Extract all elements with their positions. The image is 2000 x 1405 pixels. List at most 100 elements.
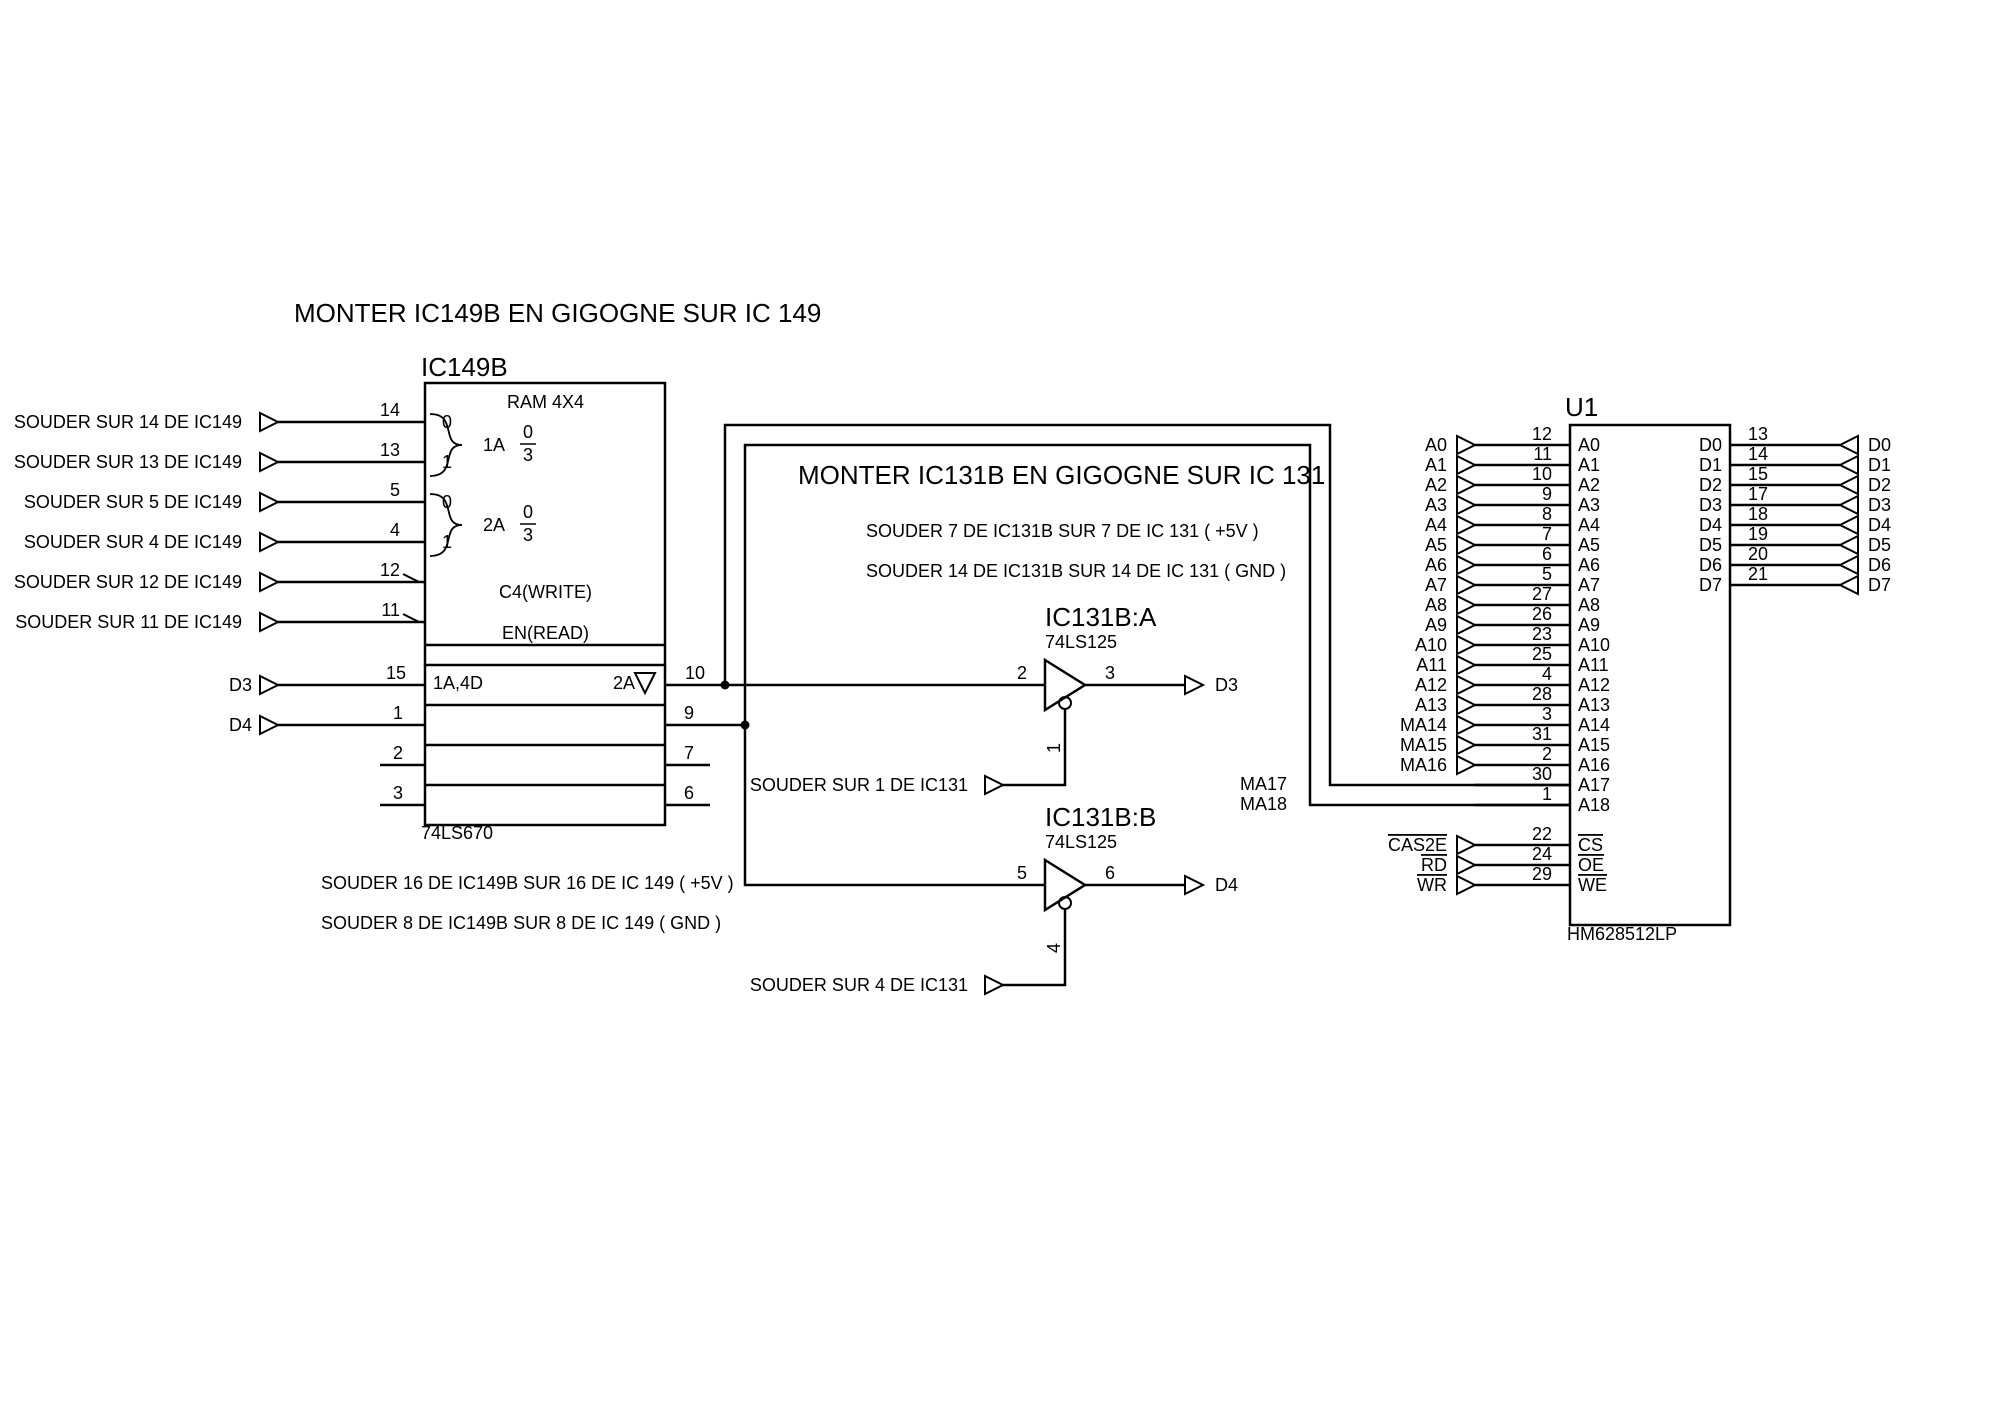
label-u1-ctrl: WR — [1417, 875, 1447, 895]
terminal-gate-a-out — [1184, 674, 1206, 696]
pin-ic149b-in: 12 — [380, 560, 400, 580]
pin-u1: 24 — [1532, 844, 1552, 864]
ic149b-row1-right: 2A — [613, 673, 635, 693]
u1-pin-name: A16 — [1578, 755, 1610, 775]
label-u1-addr: A8 — [1425, 595, 1447, 615]
terminal-u1-data — [1837, 434, 1859, 456]
pin-u1: 27 — [1532, 584, 1552, 604]
pin-u1: 25 — [1532, 644, 1552, 664]
junction-dot-9 — [740, 720, 750, 730]
wire-gate-a-enable — [1003, 709, 1067, 787]
pin-ic149b-in: 13 — [380, 440, 400, 460]
ic149b-frac1-den: 3 — [523, 445, 533, 465]
label-u1-addr: MA16 — [1400, 755, 1447, 775]
terminal-u1-addr — [1456, 494, 1478, 516]
pin-u1: 30 — [1532, 764, 1552, 784]
u1-pin-name: A17 — [1578, 775, 1610, 795]
pin-u1: 26 — [1532, 604, 1552, 624]
label-gate-a-out: D3 — [1215, 675, 1238, 695]
pin-ic149b-3: 3 — [393, 783, 403, 803]
terminal-u1-addr — [1456, 574, 1478, 596]
u1-pin-name: A4 — [1578, 515, 1600, 535]
label-u1-data: D5 — [1868, 535, 1891, 555]
terminal-gate-a-enable — [984, 774, 1006, 796]
label-u1-data: D4 — [1868, 515, 1891, 535]
label-u1-addr: A9 — [1425, 615, 1447, 635]
pin-u1-data: 20 — [1748, 544, 1768, 564]
label-d4-in: D4 — [229, 715, 252, 735]
terminal-u1-ctrl — [1456, 874, 1478, 896]
u1-body — [1568, 423, 1732, 927]
gate-b-ref: IC131B:B — [1045, 802, 1156, 832]
pin-u1: 2 — [1542, 744, 1552, 764]
label-ic149b-in: SOUDER SUR 13 DE IC149 — [14, 452, 242, 472]
wire-gate-b-enable — [1003, 909, 1067, 987]
label-u1-addr: A4 — [1425, 515, 1447, 535]
pin-u1: 28 — [1532, 684, 1552, 704]
ic149b-control-block — [423, 381, 667, 645]
wire-net-ma18 — [743, 443, 1570, 807]
u1-pin-name: D2 — [1699, 475, 1722, 495]
ic149b-part: 74LS670 — [421, 823, 493, 843]
terminal-d4-in — [259, 714, 281, 736]
label-u1-addr: A12 — [1415, 675, 1447, 695]
terminal-u1-addr — [1456, 734, 1478, 756]
pin-u1: 8 — [1542, 504, 1552, 524]
gate-b-part: 74LS125 — [1045, 832, 1117, 852]
ic149b-function: RAM 4X4 — [507, 392, 584, 412]
u1-pin-name: D4 — [1699, 515, 1722, 535]
u1-pin-name: A11 — [1578, 655, 1609, 675]
u1-pin-name: A14 — [1578, 715, 1610, 735]
label-u1-addr: A1 — [1425, 455, 1447, 475]
terminal-u1-data — [1837, 574, 1859, 596]
pin-gate-b-enable: 4 — [1044, 943, 1064, 953]
label-u1-data: D6 — [1868, 555, 1891, 575]
u1-pin-name: A3 — [1578, 495, 1600, 515]
terminal-u1-addr — [1456, 714, 1478, 736]
label-u1-data: D3 — [1868, 495, 1891, 515]
u1-pin-name: D5 — [1699, 535, 1722, 555]
terminal-u1-data — [1837, 474, 1859, 496]
pin-gate-b-out: 6 — [1105, 863, 1115, 883]
u1-pin-name: A12 — [1578, 675, 1610, 695]
terminal-u1-data — [1837, 494, 1859, 516]
label-ic149b-in: SOUDER SUR 11 DE IC149 — [15, 612, 242, 632]
pin-u1: 22 — [1532, 824, 1552, 844]
terminal-u1-addr — [1456, 554, 1478, 576]
terminal-u1-addr — [1456, 454, 1478, 476]
label-u1-data: D0 — [1868, 435, 1891, 455]
u1-pin-name: A6 — [1578, 555, 1600, 575]
u1-part: HM628512LP — [1567, 924, 1677, 944]
u1-pin-name: A18 — [1578, 795, 1610, 815]
ic149b-read-label: EN(READ) — [502, 623, 589, 643]
tristate-output-icon — [633, 672, 657, 696]
pin-u1: 12 — [1532, 424, 1552, 444]
label-u1-addr: A6 — [1425, 555, 1447, 575]
u1-pin-name: A9 — [1578, 615, 1600, 635]
u1-pin-name: D3 — [1699, 495, 1722, 515]
pin-u1: 29 — [1532, 864, 1552, 884]
label-u1-addr: MA15 — [1400, 735, 1447, 755]
pin-ic149b-in: 5 — [390, 480, 400, 500]
label-gate-b-enable: SOUDER SUR 4 DE IC131 — [750, 975, 968, 995]
terminal-u1-ctrl — [1456, 834, 1478, 856]
pin-gate-b-in: 5 — [1017, 863, 1027, 883]
label-u1-addr: A10 — [1415, 635, 1447, 655]
ic149b-frac2-den: 3 — [523, 525, 533, 545]
pin-ic149b-10: 10 — [685, 663, 705, 683]
label-gate-a-enable: SOUDER SUR 1 DE IC131 — [750, 775, 968, 795]
terminal-gate-b-out — [1184, 874, 1206, 896]
wire-to-gate-b — [743, 725, 1045, 887]
label-ma18: MA18 — [1240, 794, 1287, 814]
u1-ref: U1 — [1565, 392, 1598, 422]
ic149b-frac2-num: 0 — [523, 502, 533, 522]
terminal-u1-data — [1837, 454, 1859, 476]
pin-u1: 5 — [1542, 564, 1552, 584]
pin-u1: 4 — [1542, 664, 1552, 684]
terminal-u1-addr — [1456, 594, 1478, 616]
ic149b-note-gnd: SOUDER 8 DE IC149B SUR 8 DE IC 149 ( GND… — [321, 913, 721, 933]
u1-pin-name: CS — [1578, 835, 1603, 855]
u1-pin-name: D0 — [1699, 435, 1722, 455]
